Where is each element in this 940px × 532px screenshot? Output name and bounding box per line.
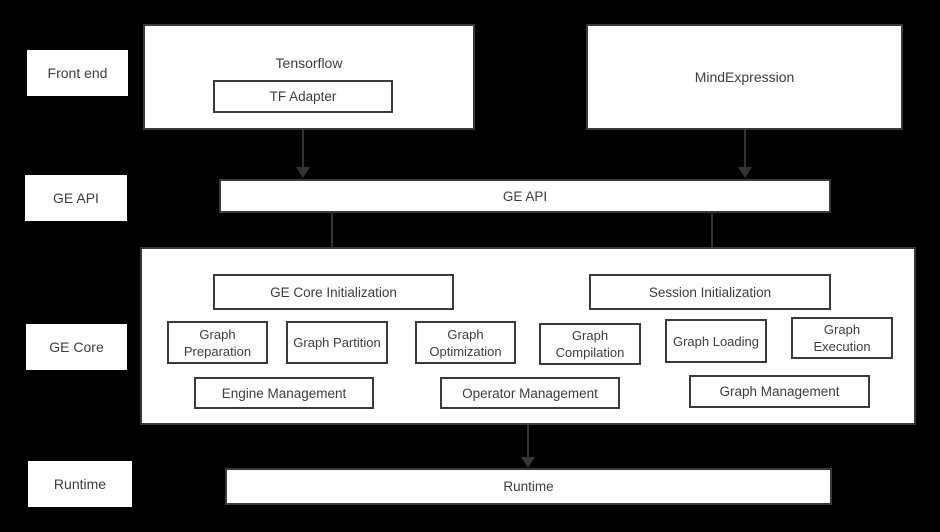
arrow-stem (744, 130, 746, 168)
graph-execution-label: Graph Execution (813, 322, 871, 354)
ge-api-bar-label: GE API (502, 188, 548, 204)
row-label-front-end-text: Front end (47, 65, 108, 81)
box-graph-loading: Graph Loading (665, 319, 767, 363)
runtime-bar: Runtime (225, 468, 832, 505)
tensorflow-title: Tensorflow (275, 55, 343, 71)
arrow-down-icon (296, 167, 310, 178)
graph-management-label: Graph Management (719, 384, 840, 399)
graph-compilation-label: Graph Compilation (555, 328, 625, 360)
tf-adapter-label: TF Adapter (269, 89, 337, 104)
operator-management-label: Operator Management (462, 385, 598, 401)
box-graph-compilation: Graph Compilation (539, 323, 641, 365)
mindexpression-label: MindExpression (694, 68, 795, 85)
ge-core-container: GE Core Initialization Session Initializ… (140, 247, 916, 425)
row-label-runtime: Runtime (28, 461, 132, 507)
graph-loading-label: Graph Loading (672, 333, 759, 349)
arrow-stem (527, 425, 529, 458)
box-graph-management: Graph Management (689, 375, 870, 408)
arrow-mindexpression-to-ge-api (738, 130, 752, 178)
arrow-down-icon (738, 167, 752, 178)
arrow-ge-core-to-runtime (521, 425, 535, 468)
arrow-stem (302, 130, 304, 168)
arrow-tf-adapter-to-ge-api (296, 130, 310, 178)
box-session-initialization: Session Initialization (589, 274, 831, 310)
arrow-stem (331, 212, 333, 262)
row-label-runtime-text: Runtime (53, 476, 107, 492)
box-ge-core-initialization: GE Core Initialization (213, 274, 454, 310)
box-graph-optimization: Graph Optimization (415, 321, 516, 364)
arrow-down-icon (521, 457, 535, 468)
row-label-ge-core: GE Core (26, 324, 127, 370)
ge-core-initialization-label: GE Core Initialization (270, 284, 397, 300)
graph-partition-label: Graph Partition (293, 335, 381, 350)
row-label-ge-api: GE API (25, 175, 127, 221)
tf-adapter-box: TF Adapter (213, 80, 393, 113)
engine-management-label: Engine Management (221, 385, 347, 401)
mindexpression-box: MindExpression (586, 24, 903, 130)
ge-api-bar: GE API (219, 179, 831, 213)
box-graph-preparation: Graph Preparation (167, 321, 268, 364)
graph-preparation-label: Graph Preparation (183, 326, 252, 359)
box-graph-partition: Graph Partition (286, 321, 388, 364)
row-label-front-end: Front end (27, 50, 128, 96)
tensorflow-box: Tensorflow TF Adapter (143, 24, 475, 130)
row-label-ge-core-text: GE Core (49, 339, 104, 355)
box-graph-execution: Graph Execution (791, 317, 893, 359)
box-engine-management: Engine Management (194, 377, 374, 409)
arrow-stem (711, 212, 713, 262)
graph-optimization-label: Graph Optimization (429, 326, 502, 359)
runtime-bar-label: Runtime (503, 479, 554, 494)
session-initialization-label: Session Initialization (648, 284, 772, 300)
row-label-ge-api-text: GE API (53, 190, 99, 206)
box-operator-management: Operator Management (440, 377, 620, 409)
